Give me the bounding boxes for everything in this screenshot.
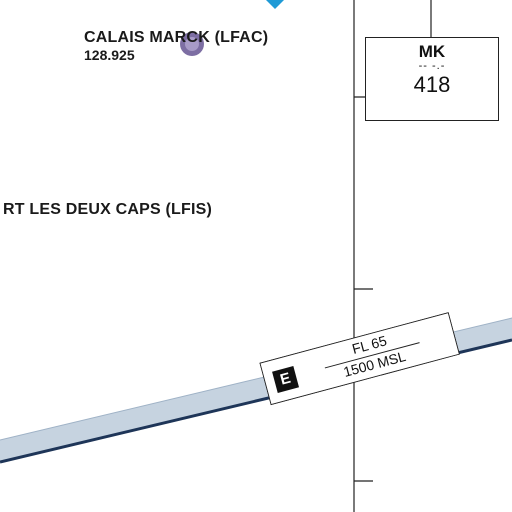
airport-label-deux-caps: RT LES DEUX CAPS (LFIS) [3, 201, 212, 219]
airway-box-frame [259, 312, 461, 406]
airport-name: RT LES DEUX CAPS (LFIS) [3, 201, 213, 218]
airport-name: CALAIS MARCK (LFAC) [84, 29, 269, 46]
airway-altitude-box[interactable]: E FL 65 1500 MSL [259, 312, 461, 406]
navaid-morse: -- -.- [418, 60, 446, 72]
navaid-frequency: 418 [413, 72, 451, 97]
airway-designator-badge [272, 366, 300, 394]
navaid-box[interactable]: MK -- -.- 418 [365, 37, 499, 121]
waypoint-marker-icon [266, 0, 284, 9]
navaid-ident: MK [418, 42, 446, 61]
airport-symbol-inner [185, 37, 199, 51]
airport-label-calais: CALAIS MARCK (LFAC) 128.925 [84, 29, 268, 63]
airport-frequency: 128.925 [84, 47, 135, 63]
